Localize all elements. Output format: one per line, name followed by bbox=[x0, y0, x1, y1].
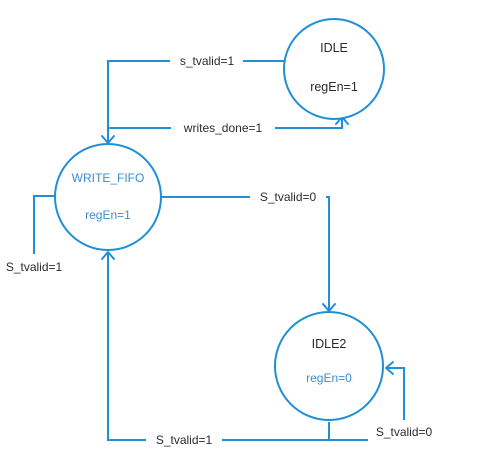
state-idle-output: regEn=1 bbox=[310, 80, 358, 94]
label-write-fifo-self: S_tvalid=1 bbox=[6, 260, 63, 274]
state-idle2-name: IDLE2 bbox=[312, 337, 347, 351]
edge-write-fifo-to-idle2 bbox=[162, 196, 330, 311]
state-write-fifo-circle bbox=[54, 143, 162, 251]
label-idle-to-write-fifo: s_tvalid=1 bbox=[180, 54, 235, 68]
edge-write-fifo-self bbox=[33, 195, 57, 254]
state-idle2-output: regEn=0 bbox=[306, 371, 352, 385]
state-idle-name: IDLE bbox=[320, 41, 348, 55]
label-idle2-to-write-fifo: S_tvalid=1 bbox=[156, 433, 213, 447]
state-idle2: IDLE2 regEn=0 bbox=[274, 311, 384, 421]
label-write-fifo-to-idle2: S_tvalid=0 bbox=[260, 190, 317, 204]
state-idle: IDLE regEn=1 bbox=[283, 18, 385, 120]
state-write-fifo-name: WRITE_FIFO bbox=[72, 171, 145, 185]
label-idle2-self: S_tvalid=0 bbox=[376, 425, 433, 439]
arrowhead-idle2-self bbox=[385, 361, 394, 375]
state-idle2-circle bbox=[274, 311, 384, 421]
label-write-fifo-to-idle: writes_done=1 bbox=[183, 121, 263, 135]
state-write-fifo: WRITE_FIFO regEn=1 bbox=[54, 143, 162, 251]
state-idle-circle bbox=[283, 18, 385, 120]
edge-idle-to-write-fifo bbox=[107, 60, 284, 143]
edge-write-fifo-to-idle bbox=[108, 117, 343, 129]
arrowhead-idle2-to-write-fifo bbox=[101, 251, 115, 260]
edge-idle2-self bbox=[329, 367, 405, 441]
state-write-fifo-output: regEn=1 bbox=[85, 208, 131, 222]
